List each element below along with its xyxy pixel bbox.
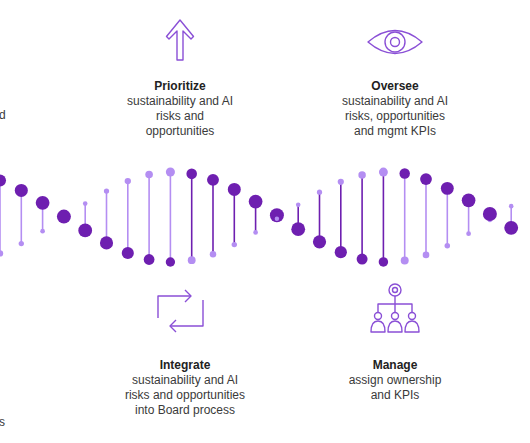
helix-node	[270, 208, 284, 222]
helix-node	[228, 183, 241, 196]
helix-rung	[191, 174, 193, 260]
helix-rung	[0, 181, 1, 254]
helix-rung	[340, 182, 342, 252]
helix-node	[335, 246, 347, 258]
helix-rung	[319, 192, 321, 242]
helix-node	[466, 231, 471, 236]
helix-rung	[361, 175, 363, 259]
helix-rung	[127, 181, 129, 253]
helix-node	[232, 242, 237, 247]
helix-node	[445, 243, 450, 248]
helix-node	[420, 173, 432, 185]
helix-node	[166, 257, 175, 266]
helix-node	[313, 235, 326, 248]
org-top-dot	[393, 288, 398, 293]
helix-node	[291, 222, 305, 236]
helix-node	[122, 247, 134, 259]
helix-node	[145, 171, 153, 179]
cycle-arrow-top	[158, 296, 191, 318]
helix-node	[15, 184, 28, 197]
helix-node	[0, 175, 6, 187]
step-heading: Manage	[340, 358, 450, 373]
org-top-head	[389, 284, 401, 296]
helix-node	[125, 178, 131, 184]
org-person-body	[405, 321, 419, 332]
helix-node	[186, 169, 197, 180]
helix-node	[399, 168, 409, 178]
org-person-body	[388, 321, 402, 332]
helix-rung	[148, 174, 150, 259]
helix-node	[100, 236, 113, 249]
helix-rung	[383, 172, 385, 262]
helix-node	[317, 190, 322, 195]
eye-icon	[368, 31, 422, 54]
helix-node	[40, 229, 45, 234]
helix-node	[144, 254, 155, 265]
helix-rung	[234, 189, 236, 244]
eye-iris	[385, 32, 405, 52]
org-person-head	[392, 313, 399, 320]
helix-node	[36, 196, 50, 210]
helix-rung	[212, 180, 214, 254]
helix-node	[207, 174, 219, 186]
helix-node	[83, 201, 88, 206]
helix-node	[504, 221, 518, 235]
helix-node	[19, 241, 24, 246]
step-heading: Prioritize	[126, 79, 234, 94]
helix-node	[166, 167, 175, 176]
icon-group	[158, 20, 422, 332]
arrow-up-icon	[167, 20, 194, 60]
step-heading: Integrate	[120, 358, 250, 373]
eye-pupil	[391, 38, 400, 47]
helix-node	[249, 195, 263, 209]
helix-node	[78, 224, 92, 238]
helix-node	[483, 207, 497, 221]
helix-rung	[425, 179, 427, 255]
helix-node	[253, 230, 258, 235]
helix-rung	[404, 173, 406, 260]
step-heading: Oversee	[335, 79, 455, 94]
step-description: sustainability and AI risks and opportun…	[126, 94, 234, 139]
helix-node	[338, 179, 344, 185]
helix-node	[0, 250, 3, 256]
org-person-body	[371, 321, 385, 332]
helix-node	[379, 257, 388, 266]
step-description: assign ownership and KPIs	[340, 373, 450, 403]
helix-rung	[170, 172, 172, 262]
step-description: sustainability and AI risks and opportun…	[120, 373, 250, 418]
helix-node	[275, 217, 279, 221]
helix-node	[401, 257, 409, 265]
org-connector	[378, 296, 412, 312]
helix-rung	[446, 188, 448, 245]
helix-node	[357, 254, 368, 265]
cropped-text: s	[0, 415, 19, 430]
helix-node	[210, 251, 216, 257]
cycle-arrowhead-bottom	[170, 320, 176, 332]
helix-node	[358, 171, 365, 178]
cycle-arrow-bottom	[170, 300, 203, 326]
helix-node	[462, 194, 476, 208]
cycle-arrowhead-top	[185, 290, 191, 302]
helix-node	[104, 188, 109, 193]
helix-node	[188, 256, 196, 264]
cropped-text: d	[0, 108, 19, 123]
org-person-head	[375, 313, 382, 320]
helix-node	[379, 168, 388, 177]
helix-node	[509, 204, 514, 209]
helix-node	[441, 182, 454, 195]
dna-helix	[0, 167, 518, 266]
helix-node	[423, 252, 430, 259]
helix-rung	[106, 191, 108, 243]
step-description: sustainability and AI risks, opportuniti…	[335, 94, 455, 139]
helix-node	[57, 210, 71, 224]
org-person-head	[409, 313, 416, 320]
helix-node	[296, 203, 301, 208]
helix-rung	[20, 190, 22, 243]
